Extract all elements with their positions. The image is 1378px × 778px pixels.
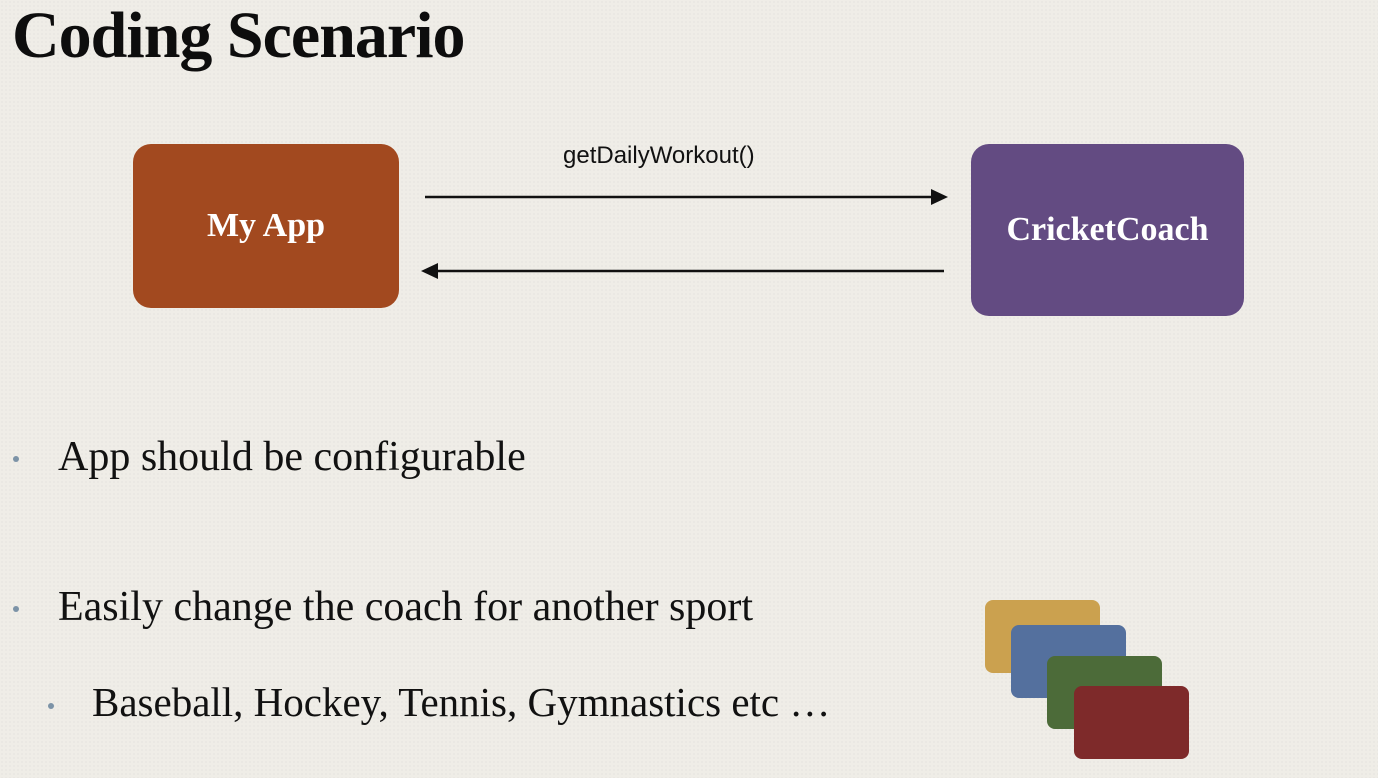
card-red xyxy=(1074,686,1189,759)
sub-bullet-dot xyxy=(48,703,54,709)
bullet-configurable: App should be configurable xyxy=(58,434,526,480)
bullet-change-coach: Easily change the coach for another spor… xyxy=(58,584,754,630)
cricket-coach-box: CricketCoach xyxy=(971,144,1244,316)
bullet-sports-list: Baseball, Hockey, Tennis, Gymnastics etc… xyxy=(92,679,831,725)
my-app-box: My App xyxy=(133,144,399,308)
method-call-label: getDailyWorkout() xyxy=(563,142,755,169)
slide-title: Coding Scenario xyxy=(12,0,466,72)
my-app-label: My App xyxy=(206,207,326,244)
bullet-dot xyxy=(13,606,19,612)
bullet-dot xyxy=(13,456,19,462)
response-arrow xyxy=(421,263,944,279)
cricket-coach-label: CricketCoach xyxy=(1006,211,1209,248)
request-arrow xyxy=(425,189,948,205)
